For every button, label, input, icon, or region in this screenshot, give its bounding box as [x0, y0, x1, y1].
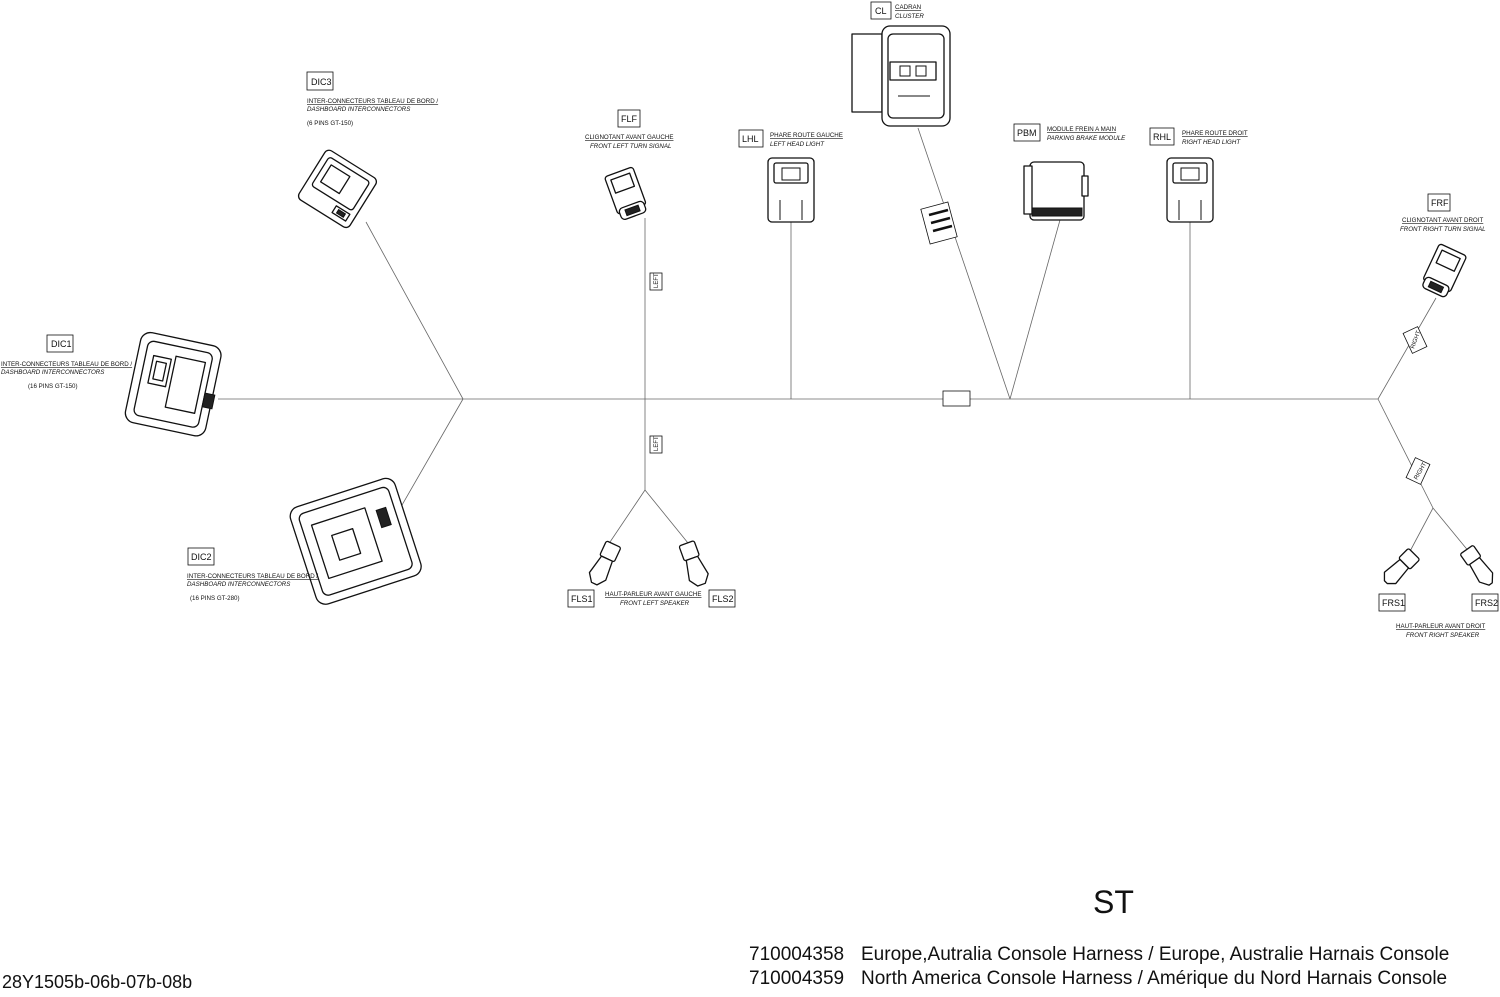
dic2-branch-wire: [397, 398, 464, 513]
dic2-label: DIC2 INTER-CONNECTEURS TABLEAU DE BORD /…: [187, 547, 318, 602]
variant-code: ST: [1093, 884, 1134, 920]
svg-text:DIC1: DIC1: [51, 339, 72, 349]
svg-text:(16 PINS GT-280): (16 PINS GT-280): [190, 595, 240, 602]
svg-text:PARKING BRAKE MODULE: PARKING BRAKE MODULE: [1047, 135, 1126, 142]
svg-text:CL: CL: [875, 6, 887, 16]
fls1-branch-wire: [607, 489, 646, 546]
svg-text:HAUT-PARLEUR AVANT DROIT: HAUT-PARLEUR AVANT DROIT: [1396, 623, 1485, 630]
svg-text:HAUT-PARLEUR AVANT GAUCHE: HAUT-PARLEUR AVANT GAUCHE: [605, 591, 702, 598]
svg-text:FRONT LEFT TURN SIGNAL: FRONT LEFT TURN SIGNAL: [590, 143, 672, 150]
svg-text:CADRAN: CADRAN: [895, 4, 921, 11]
svg-text:FRONT RIGHT TURN SIGNAL: FRONT RIGHT TURN SIGNAL: [1400, 226, 1486, 233]
svg-text:RIGHT HEAD LIGHT: RIGHT HEAD LIGHT: [1182, 139, 1241, 146]
svg-text:LEFT HEAD LIGHT: LEFT HEAD LIGHT: [770, 141, 825, 148]
cl-label: CL CADRAN CLUSTER: [870, 1, 924, 20]
dic1-label: DIC1 INTER-CONNECTEURS TABLEAU DE BORD /…: [1, 334, 132, 390]
wire-tag-right-upper: RIGHT: [1402, 326, 1428, 354]
fls-labels: FLS1 FLS2 HAUT-PARLEUR AVANT GAUCHE FRON…: [567, 589, 736, 608]
svg-text:(6 PINS GT-150): (6 PINS GT-150): [307, 120, 353, 127]
fls2-branch-wire: [644, 489, 689, 544]
cl-branch-wire: [917, 127, 1011, 400]
svg-text:INTER-CONNECTEURS TABLEAU DE B: INTER-CONNECTEURS TABLEAU DE BORD /: [307, 98, 438, 105]
wire-tag-right-lower: RIGHT: [1405, 457, 1431, 485]
dic3-connector: [297, 149, 378, 229]
trunk-splice-box: [942, 390, 971, 407]
svg-text:INTER-CONNECTEURS TABLEAU DE B: INTER-CONNECTEURS TABLEAU DE BORD /: [187, 573, 318, 580]
part-number-1: 710004358: [749, 944, 845, 965]
svg-text:INTER-CONNECTEURS TABLEAU DE B: INTER-CONNECTEURS TABLEAU DE BORD /: [1, 361, 132, 368]
wire-tag-left-lower: LEFT: [649, 435, 663, 454]
svg-text:CLIGNOTANT AVANT GAUCHE: CLIGNOTANT AVANT GAUCHE: [585, 134, 673, 141]
frf-label: FRF CLIGNOTANT AVANT DROIT FRONT RIGHT T…: [1400, 193, 1486, 233]
wire-tag-left-upper: LEFT: [649, 272, 663, 291]
frf-branch-wire: [1377, 297, 1437, 400]
svg-text:LEFT: LEFT: [654, 436, 660, 451]
dic3-branch-wire: [365, 221, 464, 400]
svg-text:DIC3: DIC3: [311, 77, 332, 87]
part-number-2: 710004359: [749, 968, 845, 989]
svg-text:DASHBOARD INTERCONNECTORS: DASHBOARD INTERCONNECTORS: [187, 581, 291, 588]
lhl-connector: [767, 157, 815, 223]
svg-text:MODULE FREIN A MAIN: MODULE FREIN A MAIN: [1047, 126, 1116, 133]
pbm-branch-wire: [1009, 219, 1061, 400]
fls1-connector: [588, 540, 621, 586]
rhl-connector: [1166, 157, 1214, 223]
lhl-label: LHL PHARE ROUTE GAUCHE LEFT HEAD LIGHT: [738, 129, 843, 148]
svg-text:DASHBOARD INTERCONNECTORS: DASHBOARD INTERCONNECTORS: [1, 369, 105, 376]
frf-connector: [1422, 243, 1467, 298]
dic1-connector: [124, 331, 222, 437]
cl-connector: [851, 25, 951, 127]
fls2-connector: [678, 540, 709, 587]
document-number: 28Y1505b-06b-07b-08b: [2, 972, 193, 992]
part-description-2: North America Console Harness / Amérique…: [861, 968, 1448, 989]
svg-text:FRF: FRF: [1431, 198, 1449, 208]
svg-text:FLS2: FLS2: [712, 594, 734, 604]
svg-text:FRONT RIGHT SPEAKER: FRONT RIGHT SPEAKER: [1406, 632, 1480, 639]
svg-text:DASHBOARD INTERCONNECTORS: DASHBOARD INTERCONNECTORS: [307, 106, 411, 113]
wiring: [218, 127, 1471, 556]
svg-text:CLIGNOTANT AVANT DROIT: CLIGNOTANT AVANT DROIT: [1402, 217, 1483, 224]
svg-text:RHL: RHL: [1153, 132, 1171, 142]
svg-text:PHARE ROUTE DROIT: PHARE ROUTE DROIT: [1182, 130, 1248, 137]
rhl-label: RHL PHARE ROUTE DROIT RIGHT HEAD LIGHT: [1149, 127, 1248, 146]
svg-text:CLUSTER: CLUSTER: [895, 13, 924, 20]
svg-text:FRONT LEFT SPEAKER: FRONT LEFT SPEAKER: [620, 600, 690, 607]
svg-text:DIC2: DIC2: [191, 552, 212, 562]
svg-text:(16 PINS GT-150): (16 PINS GT-150): [28, 383, 78, 390]
frs1-connector: [1383, 548, 1420, 585]
dic2-connector: [289, 477, 422, 605]
pbm-connector: [1023, 161, 1089, 221]
svg-text:LHL: LHL: [742, 134, 759, 144]
flf-connector: [604, 166, 647, 220]
svg-text:FLF: FLF: [621, 114, 638, 124]
frs1-branch-wire: [1407, 507, 1434, 556]
flf-label: FLF CLIGNOTANT AVANT GAUCHE FRONT LEFT T…: [585, 109, 673, 150]
frs-labels: FRS1 FRS2 HAUT-PARLEUR AVANT DROIT FRONT…: [1378, 593, 1499, 639]
svg-text:PBM: PBM: [1017, 128, 1037, 138]
svg-text:PHARE ROUTE GAUCHE: PHARE ROUTE GAUCHE: [770, 132, 843, 139]
svg-text:LEFT: LEFT: [654, 273, 660, 288]
cl-wire-marks: [920, 201, 958, 245]
svg-text:FRS2: FRS2: [1475, 598, 1498, 608]
dic3-label: DIC3 INTER-CONNECTEURS TABLEAU DE BORD /…: [306, 71, 438, 127]
part-description-1: Europe,Autralia Console Harness / Europe…: [861, 944, 1450, 965]
pbm-label: PBM MODULE FREIN A MAIN PARKING BRAKE MO…: [1013, 123, 1126, 142]
frs2-connector: [1460, 545, 1494, 586]
svg-text:FRS1: FRS1: [1382, 598, 1405, 608]
svg-text:FLS1: FLS1: [571, 594, 593, 604]
frs-branch-wire: [1377, 398, 1434, 509]
frs2-branch-wire: [1432, 507, 1471, 554]
